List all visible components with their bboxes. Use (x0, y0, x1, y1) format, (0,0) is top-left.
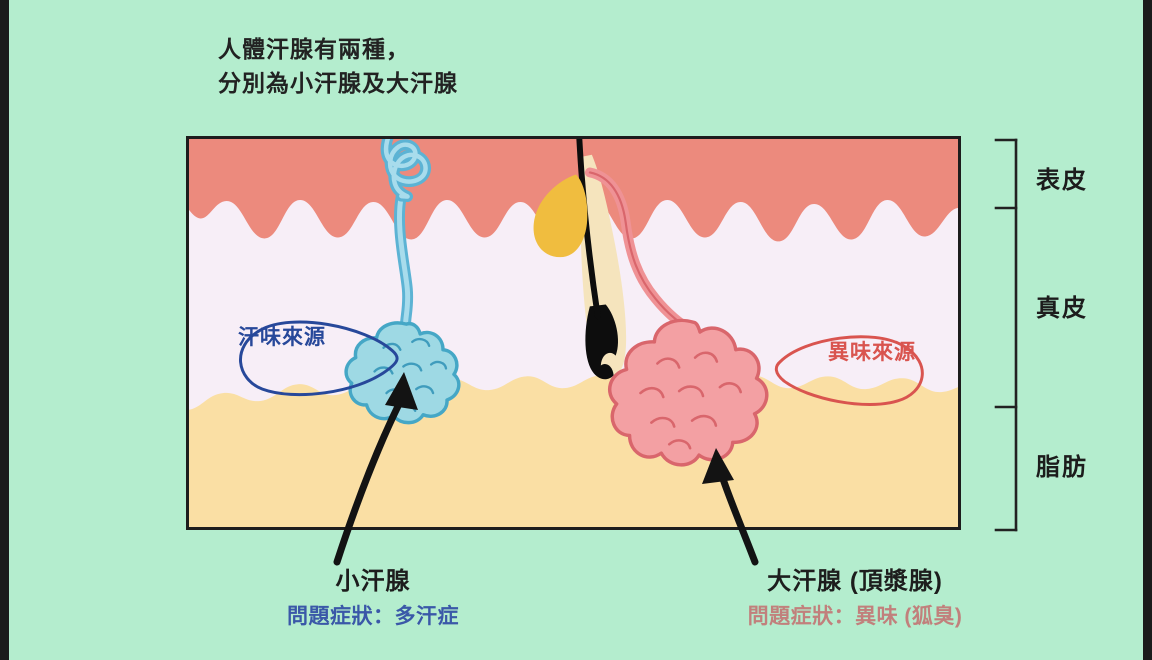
left-edge-bar (0, 0, 9, 660)
layer-label-dermis: 真皮 (1036, 295, 1088, 322)
apocrine-caption-group: 大汗腺 (頂漿腺) 問題症狀：異味 (狐臭) (705, 566, 1005, 632)
right-callout-bubble (774, 335, 924, 406)
eccrine-caption-group: 小汗腺 問題症狀：多汗症 (238, 566, 508, 632)
hair-bulb (585, 304, 619, 380)
title-line-1: 人體汗腺有兩種， (218, 36, 410, 62)
apocrine-gland (607, 318, 769, 467)
apocrine-caption-symptom: 問題症狀：異味 (狐臭) (747, 605, 963, 628)
eccrine-duct-spiral-highlight (383, 139, 428, 199)
skin-layer-bracket (994, 138, 1018, 532)
right-edge-bar (1143, 0, 1152, 660)
eccrine-caption-name: 小汗腺 (335, 568, 411, 595)
apocrine-caption-name: 大汗腺 (頂漿腺) (767, 568, 943, 595)
hair-shaft (576, 139, 601, 320)
layer-label-fat: 脂肪 (1036, 454, 1088, 481)
left-callout-label: 汗味來源 (238, 326, 326, 349)
fat-layer (189, 375, 958, 527)
eccrine-duct-highlight (397, 193, 411, 335)
page-title: 人體汗腺有兩種， 分別為小汗腺及大汗腺 (218, 32, 458, 100)
title-line-2: 分別為小汗腺及大汗腺 (218, 70, 458, 96)
apocrine-duct-edge (588, 171, 695, 334)
left-callout-bubble (239, 320, 399, 397)
apocrine-gland-coils (639, 351, 742, 450)
sebaceous-gland (533, 174, 588, 258)
eccrine-caption-symptom: 問題症狀：多汗症 (287, 605, 459, 628)
layer-label-epidermis: 表皮 (1036, 167, 1088, 194)
right-callout-label: 異味來源 (828, 341, 916, 364)
